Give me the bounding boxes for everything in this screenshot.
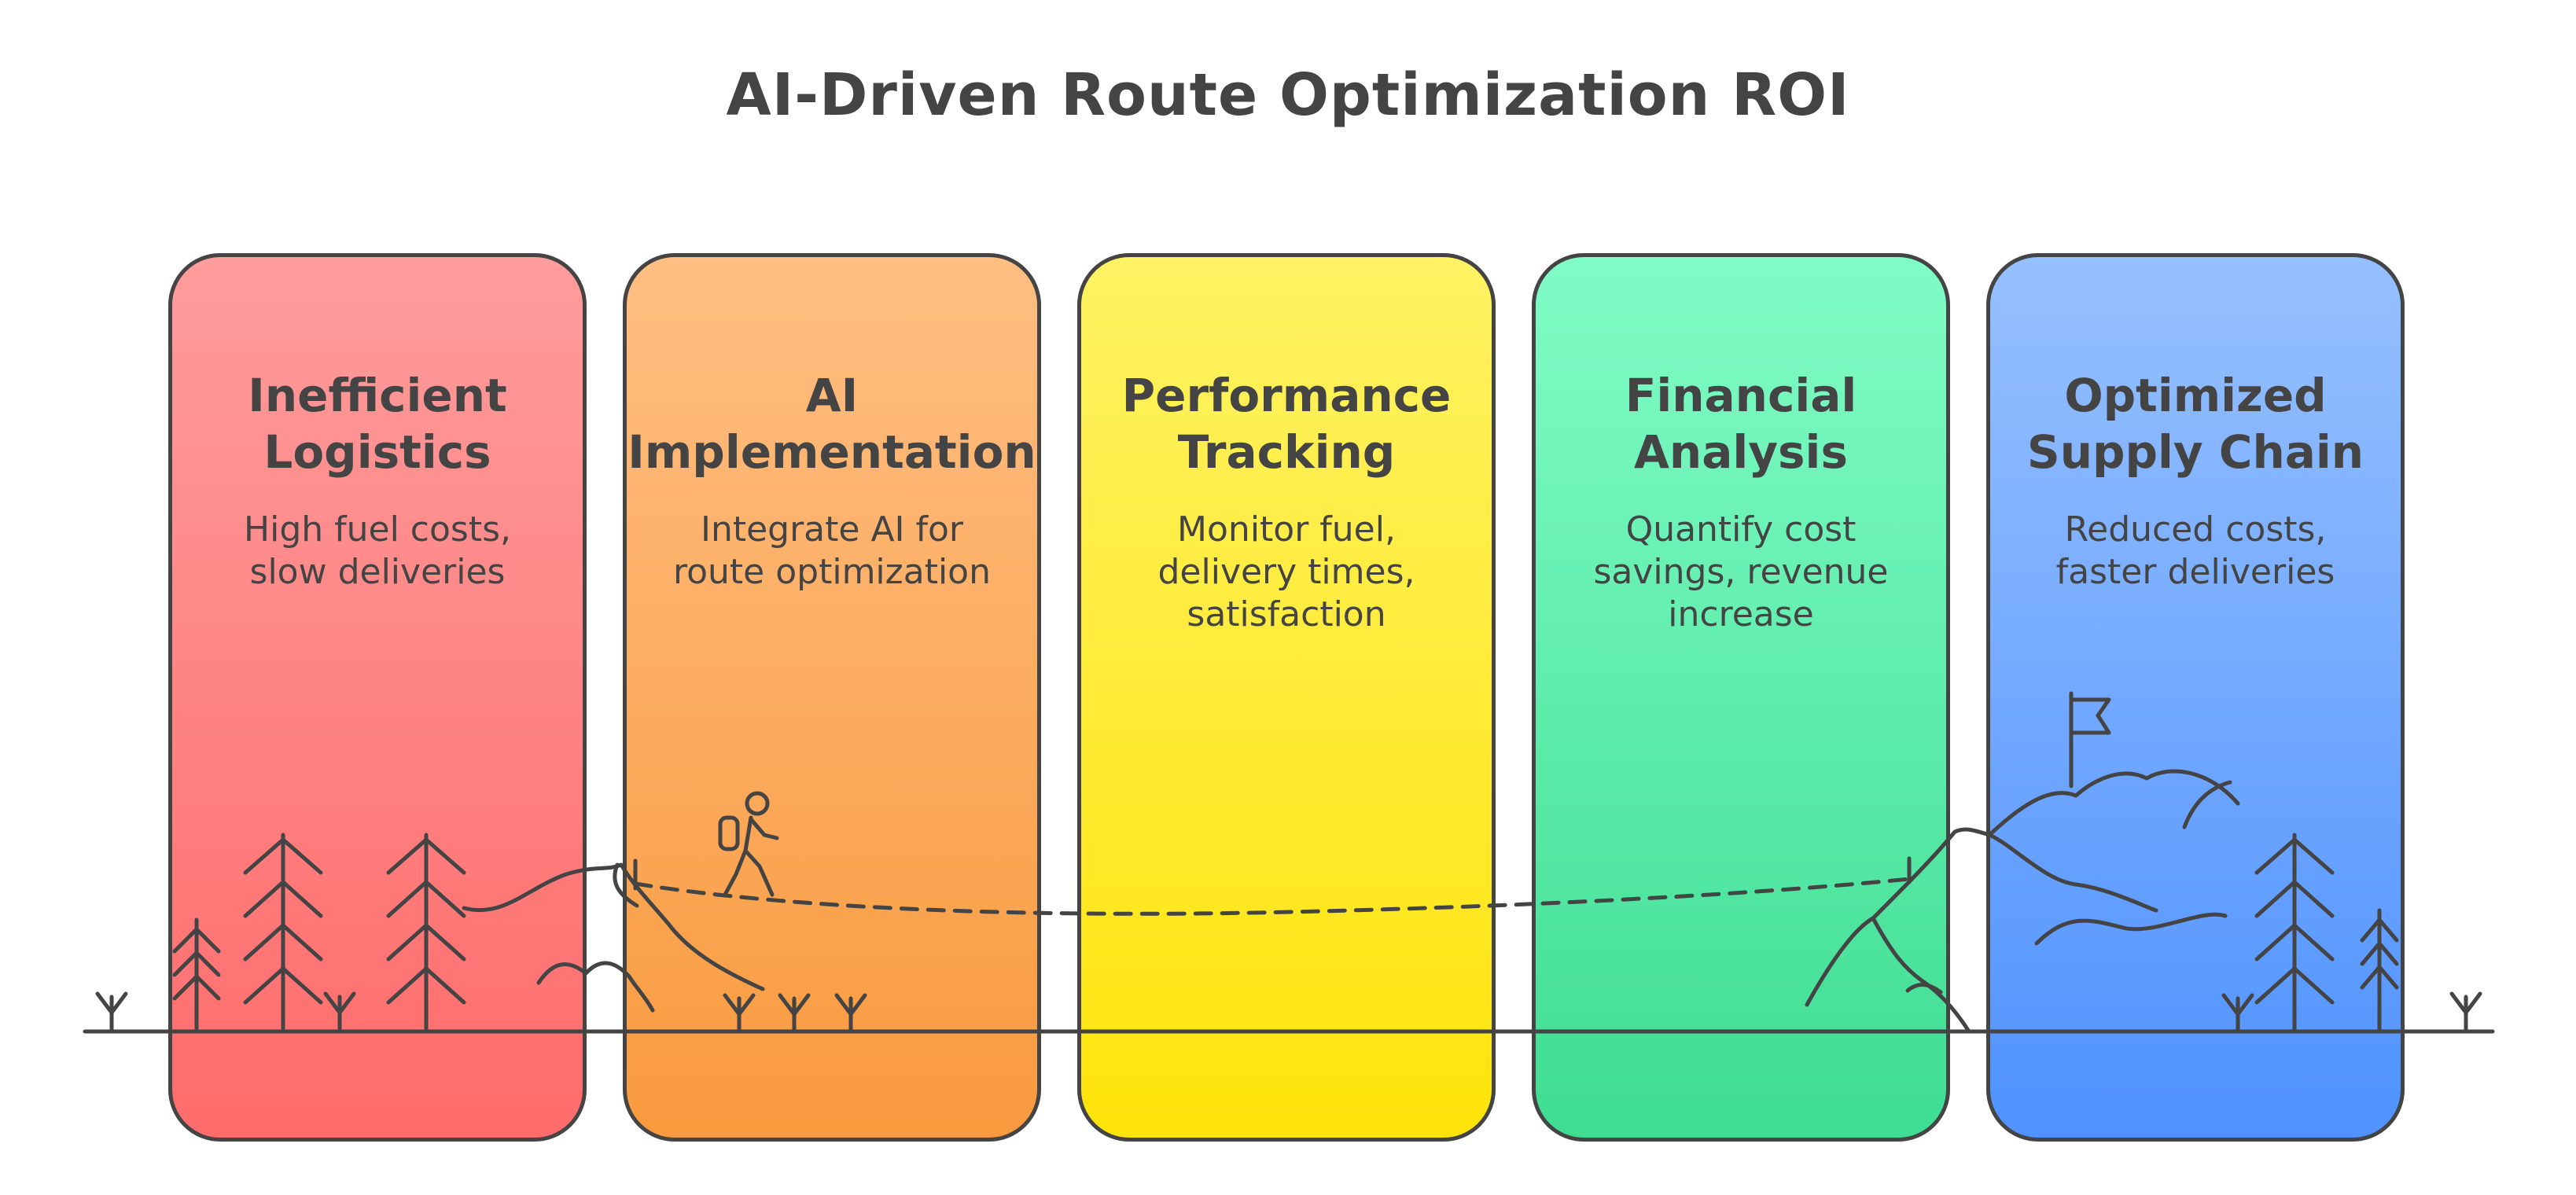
stage-title-line: Supply Chain xyxy=(2026,425,2364,479)
stage-panel-performance-tracking: Performance Tracking Monitor fuel, deliv… xyxy=(1077,253,1496,1142)
stage-desc-line: Reduced costs, xyxy=(2064,509,2327,550)
stage-description: Integrate AI for route optimization xyxy=(650,509,1014,594)
stage-desc-line: delivery times, xyxy=(1157,552,1415,592)
stage-desc-line: slow deliveries xyxy=(249,552,506,592)
stage-title-line: Optimized xyxy=(2064,369,2327,422)
stage-title: Optimized Supply Chain xyxy=(1990,367,2401,480)
stage-panel-financial-analysis: Financial Analysis Quantify cost savings… xyxy=(1532,253,1950,1142)
stage-desc-line: savings, revenue xyxy=(1593,552,1889,592)
stage-desc-line: Quantify cost xyxy=(1625,509,1857,550)
sprout-icon xyxy=(95,991,128,1034)
stage-title: Inefficient Logistics xyxy=(172,367,583,480)
stage-title-line: Implementation xyxy=(627,425,1036,479)
stage-title-line: Performance xyxy=(1121,369,1452,422)
stage-desc-line: faster deliveries xyxy=(2055,552,2335,592)
stage-panel-optimized-supply-chain: Optimized Supply Chain Reduced costs, fa… xyxy=(1986,253,2405,1142)
stage-desc-line: High fuel costs, xyxy=(244,509,511,550)
stage-title-line: Financial xyxy=(1625,369,1857,422)
stage-title-line: Analysis xyxy=(1634,425,1848,479)
stage-description: Quantify cost savings, revenue increase xyxy=(1559,509,1923,636)
stage-panel-inefficient-logistics: Inefficient Logistics High fuel costs, s… xyxy=(168,253,587,1142)
stage-description: High fuel costs, slow deliveries xyxy=(196,509,559,594)
stage-title-line: Tracking xyxy=(1177,425,1396,479)
stage-desc-line: Monitor fuel, xyxy=(1177,509,1396,550)
stage-desc-line: increase xyxy=(1668,594,1814,634)
stage-description: Reduced costs, faster deliveries xyxy=(2014,509,2377,594)
stage-desc-line: satisfaction xyxy=(1187,594,1386,634)
stage-panel-ai-implementation: AI Implementation Integrate AI for route… xyxy=(623,253,1041,1142)
stage-description: Monitor fuel, delivery times, satisfacti… xyxy=(1105,509,1468,636)
stage-title: AI Implementation xyxy=(627,367,1037,480)
stage-title: Financial Analysis xyxy=(1536,367,1946,480)
stage-title-line: AI xyxy=(805,369,859,422)
sprout-icon xyxy=(2449,991,2482,1034)
stage-title-line: Logistics xyxy=(263,425,491,479)
stage-desc-line: Integrate AI for xyxy=(700,509,964,550)
stage-title: Performance Tracking xyxy=(1081,367,1492,480)
stage-desc-line: route optimization xyxy=(673,552,991,592)
page-title: AI-Driven Route Optimization ROI xyxy=(726,61,1850,129)
stage-title-line: Inefficient xyxy=(248,369,507,422)
